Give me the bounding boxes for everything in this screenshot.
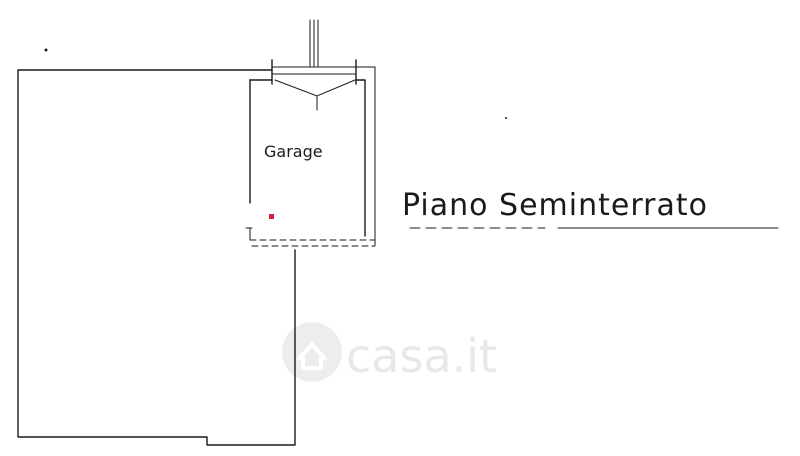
dot-mark	[44, 48, 48, 52]
dot-mark	[505, 117, 507, 119]
watermark: casa.it	[282, 322, 497, 383]
entrance-arrow	[309, 19, 319, 67]
outer-perimeter-wall	[17, 69, 296, 446]
garage-label: Garage	[264, 142, 323, 161]
floor-title: Piano Seminterrato	[402, 188, 708, 223]
garage-door	[271, 59, 357, 111]
garage-room	[245, 66, 376, 247]
garage-outer-right-wall	[355, 66, 376, 246]
watermark-text: casa.it	[346, 329, 497, 383]
garage-top-wall-right	[355, 79, 366, 237]
door-swing-chevron	[274, 79, 356, 97]
watermark-house-icon	[282, 322, 342, 382]
watermark-house-shape	[296, 340, 328, 370]
location-marker	[269, 214, 274, 219]
